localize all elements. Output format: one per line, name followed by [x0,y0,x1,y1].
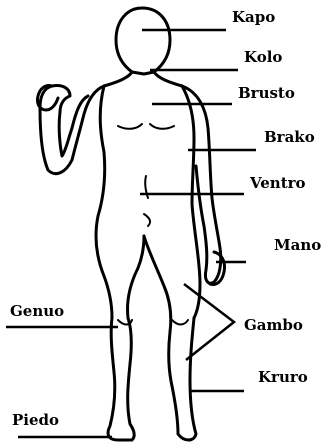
label-brusto: Brusto [238,84,295,102]
left-body-outline [96,86,134,440]
head-outline [116,8,170,74]
label-kruro: Kruro [258,368,308,386]
label-gambo: Gambo [244,316,303,334]
neck-outline-right [154,72,182,86]
label-kapo: Kapo [232,8,275,26]
inner-left-leg-outline [127,236,144,318]
label-kolo: Kolo [244,48,282,66]
label-ventro: Ventro [249,174,306,192]
label-piedo: Piedo [12,411,59,429]
human-figure [37,8,224,440]
label-brako: Brako [264,128,315,146]
label-mano: Mano [274,236,321,254]
chest-detail [118,124,174,129]
abdomen-detail [144,176,150,226]
neck-outline [104,72,132,86]
raised-arm-outline [40,85,104,173]
inner-right-leg-outline [144,236,196,440]
label-genuo: Genuo [10,302,64,320]
